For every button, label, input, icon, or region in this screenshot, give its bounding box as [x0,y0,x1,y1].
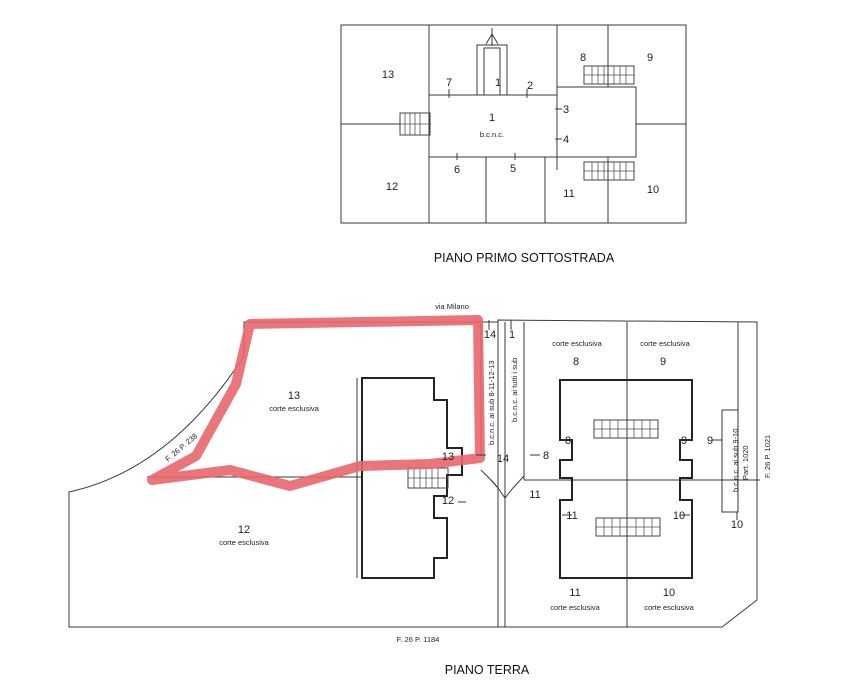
upper-stair-hall [556,86,637,158]
right-label-8: 8 [565,435,571,447]
label-via-milano: via Milano [435,302,469,311]
upper-label-7: 7 [446,77,452,89]
upper-label-bcnc: b.c.n.c. [480,130,504,139]
label-fog-right: F. 26 P. 1021 [763,435,772,478]
lower-label-11: 11 [569,587,580,599]
upper-label-12: 12 [386,181,398,193]
lower-label-9: 9 [660,356,666,368]
lower-label-11-sub: corte esclusiva [550,603,600,612]
label-fog-bottom: F. 26 P. 1184 [397,635,440,644]
lower-lot-boundary [68,319,758,628]
upper-corridor [428,94,558,158]
lower-label-13-marker: 13 [442,451,454,463]
lower-label-10-sub: corte esclusiva [644,603,694,612]
lower-stair-center-icon [407,467,449,489]
upper-label-8: 8 [580,52,586,64]
label-bcnc-9-10: b.c.n.c. ai sub 9-10 [731,429,740,492]
lower-stair-bottom-icon [595,517,661,537]
upper-stair-left-icon [399,112,431,136]
upper-stair-top-icon [583,65,635,85]
right-label-9: 9 [681,435,687,447]
lower-label-11-marker: 11 [529,489,540,501]
upper-label-2: 2 [527,80,533,92]
lower-plan-title: PIANO TERRA [445,663,530,677]
lower-label-8-marker: 8 [543,450,549,462]
upper-plan-title: PIANO PRIMO SOTTOSTRADA [434,251,615,265]
lower-label-12-marker: 12 [442,495,454,507]
lower-label-12-sub: corte esclusiva [219,538,269,547]
upper-label-3: 3 [563,104,569,116]
right-small-strip [721,409,739,513]
lower-label-1: 1 [509,329,515,341]
lower-label-13-sub: corte esclusiva [269,404,319,413]
right-label-10: 10 [673,510,685,522]
highlight-lot-13 [147,315,485,491]
upper-label-6: 6 [454,164,460,176]
lower-plan: via Milano 13 corte esclusiva 12 corte e… [68,302,772,677]
upper-label-5: 5 [510,163,516,175]
upper-plan: 13 12 7 1 2 1 b.c.n.c. 3 4 6 5 8 9 11 10… [340,24,687,265]
label-bcnc-all: b.c.n.c. ai tutti i sub [510,358,519,422]
building-right [559,379,693,579]
upper-label-9: 9 [647,52,653,64]
upper-label-10: 10 [647,184,659,196]
lower-label-9-sub: corte esclusiva [640,339,690,348]
lower-label-13: 13 [288,390,300,402]
upper-stair-bottom-icon [583,161,635,181]
upper-label-4: 4 [563,134,569,146]
lower-stair-top-icon [593,419,659,439]
lower-label-8: 8 [573,356,579,368]
right-label-10b: 10 [731,519,743,531]
lower-label-10: 10 [663,587,675,599]
right-label-9b: 9 [707,435,713,447]
lower-label-14-top: 14 [484,329,496,341]
upper-label-13: 13 [382,69,394,81]
building-center [361,377,463,579]
lower-label-12: 12 [238,524,250,536]
label-part-1020: Part. 1020 [741,445,750,480]
label-bcnc-8-11-12-13: b.c.n.c. ai sub 8-11-12-13 [487,361,496,446]
lower-label-14-marker: 14 [497,453,509,465]
right-label-11: 11 [566,510,577,522]
lower-label-8-sub: corte esclusiva [552,339,602,348]
upper-label-1-spur: 1 [495,77,501,89]
upper-label-11: 11 [563,188,574,200]
upper-label-1: 1 [489,112,495,124]
